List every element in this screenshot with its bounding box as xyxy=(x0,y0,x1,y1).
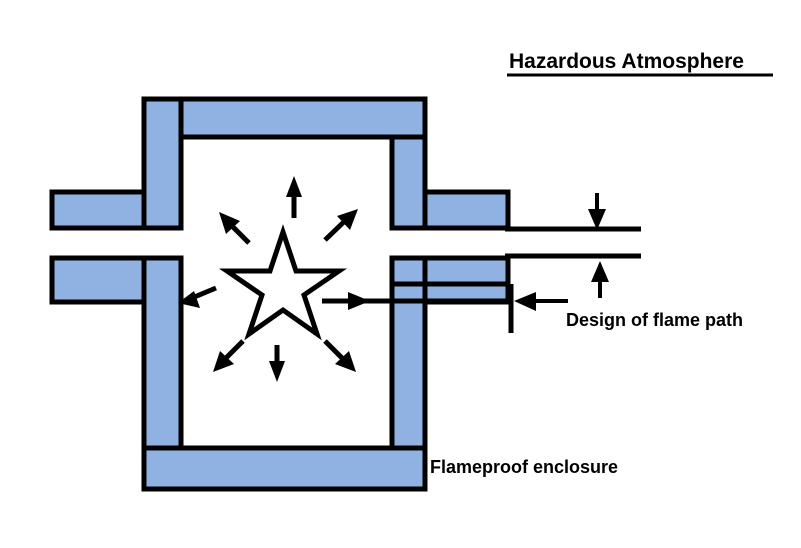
burst-arrow-right xyxy=(322,292,511,310)
flame-path-detail xyxy=(392,226,641,333)
enclosure-top-wall xyxy=(144,96,428,140)
burst-arrow-up xyxy=(286,176,302,218)
burst-arrow-up-right xyxy=(323,209,358,242)
flameproof-enclosure-label: Flameproof enclosure xyxy=(430,457,618,477)
explosion-star-icon xyxy=(218,224,348,341)
flame-path-arrow-down xyxy=(588,193,606,230)
flame-path-label: Design of flame path xyxy=(566,310,743,330)
enclosure-right-wall-lower-overlay xyxy=(389,255,428,451)
flange-upper-right xyxy=(422,189,511,231)
flame-path-arrow-up xyxy=(591,261,609,298)
burst-arrow-down xyxy=(269,345,285,382)
burst-arrows-group xyxy=(178,176,511,382)
flange-lower-left xyxy=(49,255,147,305)
enclosure-left-wall-upper xyxy=(141,96,184,231)
explosion-star-group xyxy=(218,224,348,341)
title-group: Hazardous Atmosphere xyxy=(507,50,773,77)
gap-width-arrow-left xyxy=(514,292,568,311)
page-title: Hazardous Atmosphere xyxy=(509,50,744,73)
flange-upper-left xyxy=(49,189,147,231)
detail-arrows-group xyxy=(514,193,609,311)
burst-arrow-left xyxy=(178,285,217,308)
enclosure-right-wall-upper xyxy=(389,134,428,231)
burst-arrow-down-left xyxy=(213,339,245,372)
burst-arrow-up-left xyxy=(219,212,251,245)
burst-arrow-down-right xyxy=(323,339,356,372)
enclosure-left-wall-lower-overlay xyxy=(141,255,184,451)
enclosure-walls xyxy=(49,96,511,492)
enclosure-bottom-span xyxy=(141,445,428,492)
